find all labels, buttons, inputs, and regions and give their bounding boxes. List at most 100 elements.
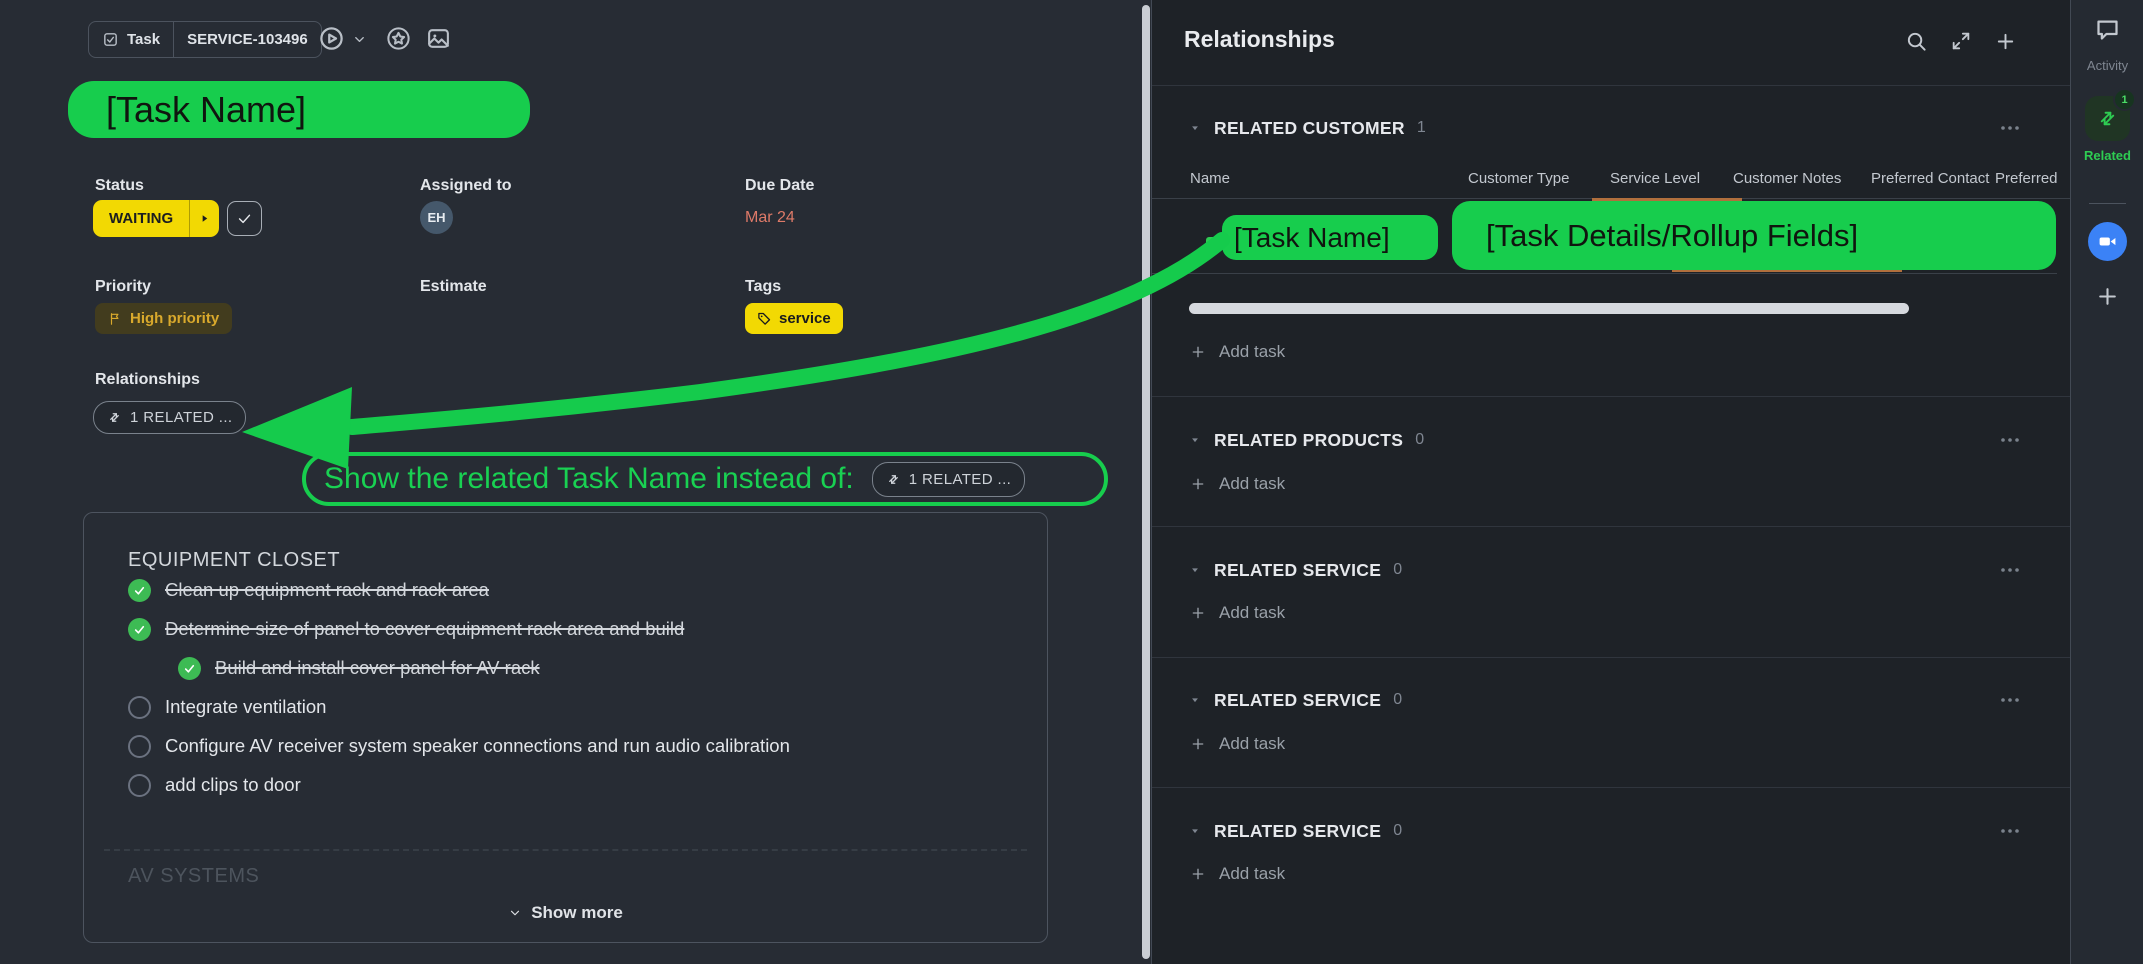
add-task-label: Add task	[1219, 474, 1286, 493]
plus-icon	[1192, 607, 1204, 619]
status-chip[interactable]: WAITING	[93, 200, 220, 237]
section-count: 0	[1415, 431, 1425, 448]
collapse-chevron-icon[interactable]	[1190, 695, 1200, 705]
table-header: Name Customer Type Service Level Custome…	[1152, 160, 2071, 199]
add-task-button[interactable]: Add task	[1190, 859, 1285, 889]
section-header-related-customer: RELATED CUSTOMER 1	[1152, 113, 2071, 143]
checklist-group-divider	[104, 849, 1027, 851]
sidebar-divider	[2089, 203, 2126, 204]
play-timer-button[interactable]	[318, 25, 345, 52]
add-task-button[interactable]: Add task	[1190, 729, 1285, 759]
section-name[interactable]: RELATED SERVICE	[1214, 689, 1382, 710]
section-header-related-service: RELATED SERVICE 0	[1152, 555, 2071, 585]
section-name[interactable]: RELATED PRODUCTS	[1214, 429, 1404, 450]
unchecked-circle-icon[interactable]	[128, 773, 151, 797]
status-label: Status	[95, 177, 144, 194]
task-title-highlight[interactable]: [Task Name]	[68, 81, 530, 138]
badge-star-icon[interactable]	[385, 25, 412, 52]
tag-value: service	[779, 310, 831, 327]
row-status-dot[interactable]	[1206, 237, 1217, 248]
checklist-item-text[interactable]: Configure AV receiver system speaker con…	[165, 735, 790, 756]
checklist-item: Determine size of panel to cover equipme…	[128, 614, 684, 644]
checklist-item-text[interactable]: Determine size of panel to cover equipme…	[165, 618, 685, 639]
checked-circle-icon[interactable]	[128, 617, 151, 641]
checklist-item-text[interactable]: Clean up equipment rack and rack area	[165, 579, 489, 600]
expand-icon[interactable]	[1950, 30, 1972, 53]
annotation-text: Show the related Task Name instead of:	[324, 462, 854, 495]
section-name[interactable]: RELATED SERVICE	[1214, 559, 1382, 580]
collapse-chevron-icon[interactable]	[1190, 123, 1200, 133]
show-more-button[interactable]: Show more	[84, 903, 1047, 923]
activity-chat-icon[interactable]	[2094, 16, 2121, 43]
plus-icon	[1192, 738, 1204, 750]
column-header-customer-notes: Customer Notes	[1733, 170, 1842, 187]
priority-label: Priority	[95, 278, 152, 295]
sidebar-add-icon[interactable]	[2095, 284, 2120, 309]
task-id[interactable]: SERVICE-103496	[187, 31, 308, 48]
task-title: [Task Name]	[106, 88, 307, 130]
section-menu-icon[interactable]	[1998, 558, 2022, 582]
checklist-item: add clips to door	[128, 770, 301, 800]
checklist-item-text[interactable]: Build and install cover panel for AV rac…	[215, 657, 540, 678]
section-menu-icon[interactable]	[1998, 819, 2022, 843]
add-task-button[interactable]: Add task	[1190, 598, 1285, 628]
checklist-item-text[interactable]: add clips to door	[165, 774, 301, 795]
relationship-sync-icon	[888, 474, 898, 484]
image-icon[interactable]	[426, 26, 451, 51]
section-divider	[1152, 657, 2071, 658]
add-task-button[interactable]: Add task	[1190, 469, 1285, 499]
activity-label[interactable]: Activity	[2086, 58, 2129, 73]
checklist-item-text[interactable]: Integrate ventilation	[165, 696, 327, 717]
related-label[interactable]: Related	[2084, 148, 2131, 163]
due-date-value[interactable]: Mar 24	[745, 209, 795, 226]
column-header-service-level: Service Level	[1610, 170, 1701, 187]
annotation-chip-label: 1 RELATED ...	[908, 470, 1012, 488]
checklist-title[interactable]: EQUIPMENT CLOSET	[128, 549, 341, 571]
add-relationship-icon[interactable]	[1994, 30, 2017, 53]
mark-complete-button[interactable]	[227, 201, 262, 236]
row-underlay-strip	[1672, 268, 1902, 272]
assignee-avatar[interactable]: EH	[420, 201, 453, 234]
row-name-text: [Task Name]	[1234, 221, 1390, 253]
status-value[interactable]: WAITING	[109, 210, 174, 227]
unchecked-circle-icon[interactable]	[128, 734, 151, 758]
assigned-label: Assigned to	[420, 177, 512, 194]
task-type-label: Task	[127, 31, 161, 48]
section-name[interactable]: RELATED SERVICE	[1214, 820, 1382, 841]
status-next-arrow[interactable]	[190, 200, 219, 237]
video-call-button[interactable]	[2088, 222, 2127, 261]
section-menu-icon[interactable]	[1998, 688, 2022, 712]
next-checklist-group[interactable]: AV SYSTEMS	[128, 865, 260, 887]
panel-toolbar	[1905, 30, 2017, 53]
unchecked-circle-icon[interactable]	[128, 695, 151, 719]
task-type-badge[interactable]: Task SERVICE-103496	[88, 21, 322, 58]
left-panel-scrollbar[interactable]	[1142, 5, 1150, 959]
section-count: 0	[1393, 691, 1403, 708]
section-menu-icon[interactable]	[1998, 428, 2022, 452]
table-horizontal-scrollbar[interactable]	[1189, 303, 1909, 314]
relationship-sync-icon	[110, 413, 119, 422]
section-menu-icon[interactable]	[1998, 116, 2022, 140]
related-count-chip[interactable]: 1 RELATED ...	[93, 401, 247, 434]
checklist-item: Configure AV receiver system speaker con…	[128, 731, 790, 761]
task-type-segment[interactable]: Task	[89, 22, 173, 57]
section-divider	[1152, 526, 2071, 527]
tag-chip[interactable]: service	[745, 303, 843, 334]
checklist-item: Clean up equipment rack and rack area	[128, 575, 489, 605]
checked-circle-icon[interactable]	[178, 656, 201, 680]
collapse-chevron-icon[interactable]	[1190, 565, 1200, 575]
row-name-highlight[interactable]: [Task Name]	[1222, 215, 1438, 260]
table-row[interactable]: [Task Name] [Task Details/Rollup Fields]	[1152, 198, 2057, 274]
section-name[interactable]: RELATED CUSTOMER	[1214, 117, 1405, 138]
collapse-chevron-icon[interactable]	[1190, 826, 1200, 836]
flag-icon	[110, 312, 119, 325]
status-chip-divider	[189, 200, 191, 237]
annotation-related-chip: 1 RELATED ...	[871, 461, 1026, 497]
row-details-highlight[interactable]: [Task Details/Rollup Fields]	[1452, 201, 2056, 270]
search-icon[interactable]	[1905, 30, 1928, 53]
add-task-button[interactable]: Add task	[1190, 337, 1285, 367]
checked-circle-icon[interactable]	[128, 578, 151, 602]
collapse-chevron-icon[interactable]	[1190, 435, 1200, 445]
priority-chip[interactable]: High priority	[95, 303, 233, 334]
chevron-down-icon[interactable]	[352, 32, 367, 47]
